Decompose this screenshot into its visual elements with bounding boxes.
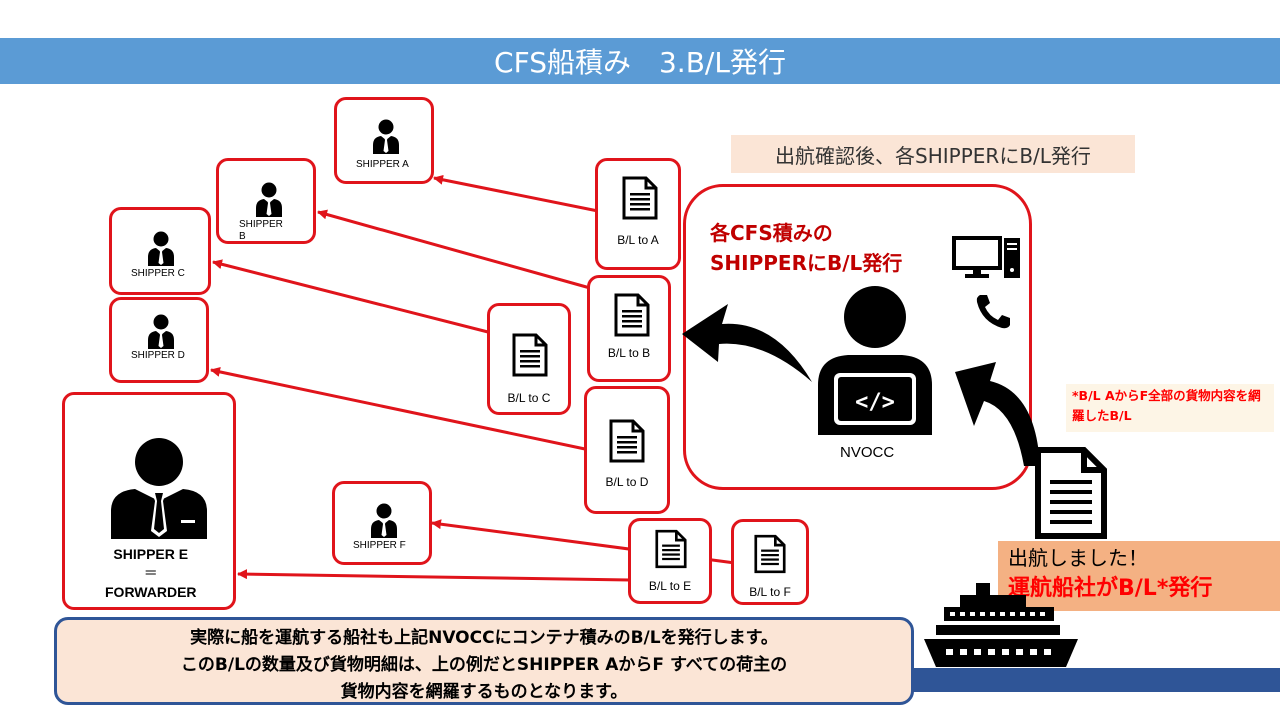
bl-to-e-box: B/L to E — [628, 518, 712, 604]
shipper-b-label: SHIPPER B — [239, 219, 283, 242]
departure-line1: 出航しました！ — [1008, 546, 1148, 570]
person-icon — [148, 314, 174, 349]
bl-to-a-box: B/L to A — [595, 158, 681, 270]
nvocc-label: NVOCC — [840, 444, 895, 461]
shipper-a-label: SHIPPER A — [356, 159, 409, 170]
document-icon — [614, 293, 650, 337]
shipper-f-box: SHIPPER F — [332, 481, 432, 565]
shipper-d-label: SHIPPER D — [131, 350, 185, 361]
bl-to-c-box: B/L to C — [487, 303, 571, 415]
document-icon — [655, 529, 687, 569]
departure-line2: 運航船社がB/L*発行 — [1008, 576, 1213, 601]
shipper-c-box: SHIPPER C — [109, 207, 211, 295]
person-icon — [111, 438, 207, 539]
issue-note: 出航確認後、各SHIPPERにB/L発行 — [731, 135, 1135, 173]
bl-to-e-label: B/L to E — [648, 579, 692, 593]
bl-to-d-label: B/L to D — [605, 475, 649, 489]
computer-icon — [952, 236, 1020, 278]
person-icon — [373, 119, 399, 154]
bl-to-b-label: B/L to B — [607, 346, 651, 360]
bl-to-f-box: B/L to F — [731, 519, 809, 605]
person-icon — [256, 182, 282, 217]
arrow-to-shipper-a — [433, 174, 599, 213]
document-icon — [609, 419, 645, 463]
bl-to-d-box: B/L to D — [584, 386, 670, 514]
bl-to-f-label: B/L to F — [749, 585, 791, 599]
document-icon — [622, 176, 658, 220]
svg-text:</>: </> — [855, 390, 895, 415]
shipper-c-label: SHIPPER C — [131, 268, 185, 279]
arrow-to-shipper-c — [212, 259, 489, 334]
side-note: *B/L AからF全部の貨物内容を網羅したB/L — [1066, 384, 1274, 432]
arrow-to-shipper-e — [237, 569, 631, 582]
page-title: CFS船積み 3.B/L発行 — [0, 38, 1280, 84]
phone-icon — [976, 295, 1010, 329]
ship-icon — [924, 583, 1078, 667]
document-icon — [754, 534, 786, 574]
bl-to-b-box: B/L to B — [587, 275, 671, 382]
shipper-f-label: SHIPPER F — [353, 540, 406, 551]
shipper-b-box: SHIPPER B — [216, 158, 316, 244]
shipper-e-box: SHIPPER E ＝ FORWARDER — [62, 392, 236, 610]
shipper-e-label: SHIPPER E ＝ FORWARDER — [105, 546, 197, 600]
person-icon — [371, 503, 397, 538]
departure-box: 出航しました！ 運航船社がB/L*発行 — [998, 541, 1280, 611]
bottom-note: 実際に船を運航する船社も上記NVOCCにコンテナ積みのB/Lを発行します。 この… — [54, 617, 914, 705]
person-icon — [148, 231, 174, 266]
sea-band — [912, 668, 1280, 692]
bl-to-a-label: B/L to A — [617, 233, 659, 247]
shipper-d-box: SHIPPER D — [109, 297, 209, 383]
nvocc-title: 各CFS積みの SHIPPERにB/L発行 — [710, 221, 903, 275]
shipper-a-box: SHIPPER A — [334, 97, 434, 184]
curved-arrow-left — [682, 304, 812, 382]
arrow-to-shipper-b — [317, 209, 591, 290]
document-icon — [512, 333, 548, 377]
nvocc-person-icon: </> — [818, 286, 932, 435]
document-icon — [1035, 447, 1107, 539]
curved-arrow-up — [955, 362, 1040, 466]
arrow-to-shipper-d — [210, 366, 586, 451]
bl-to-c-label: B/L to C — [507, 391, 551, 405]
